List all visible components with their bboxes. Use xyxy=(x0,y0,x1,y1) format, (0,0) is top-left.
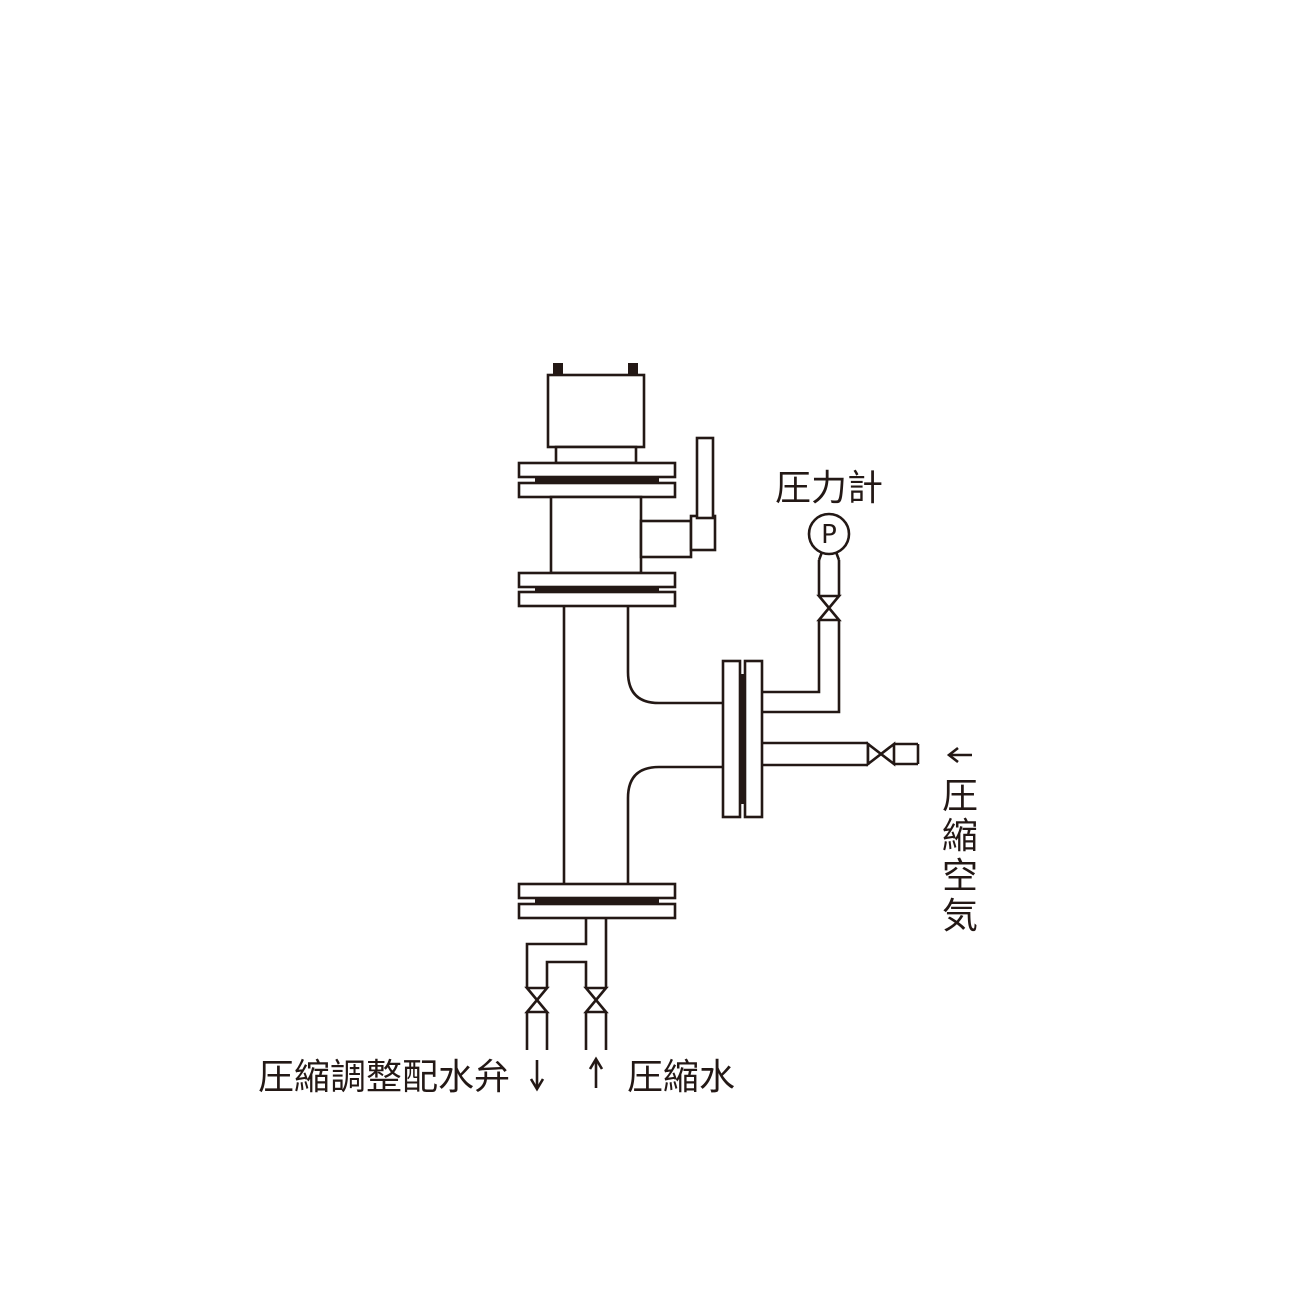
compressed-air-char-2: 縮 xyxy=(942,816,978,857)
pressure-gauge-line xyxy=(762,512,851,714)
side-flange-left xyxy=(721,659,742,819)
compression-adjust-valve-label: 圧縮調整配水弁 xyxy=(258,1057,510,1098)
compressed-air-line xyxy=(762,741,972,767)
middle-flange-bottom xyxy=(517,590,677,608)
gauge-valve[interactable] xyxy=(816,594,842,622)
upper-flange-pair xyxy=(517,461,677,499)
middle-gasket xyxy=(535,588,659,592)
side-nozzle xyxy=(639,436,717,559)
compressed-air-char-1: 圧 xyxy=(942,776,978,817)
side-flange-right xyxy=(743,659,764,819)
lower-flange-bottom xyxy=(517,902,677,920)
air-valve[interactable] xyxy=(866,741,896,767)
nozzle-coupler xyxy=(689,514,717,552)
actuator-neck xyxy=(554,445,638,465)
compressed-air-char-4: 気 xyxy=(942,896,978,937)
actuator-bolt-left xyxy=(553,363,563,377)
lower-gasket xyxy=(535,899,659,904)
gauge-symbol: P xyxy=(821,520,837,550)
actuator-bolt-right xyxy=(628,363,638,377)
lower-flange-pair xyxy=(517,882,677,920)
compressed-air-label: 圧 縮 空 気 xyxy=(942,776,978,937)
middle-flange-pair xyxy=(517,571,677,608)
middle-flange-top xyxy=(517,571,677,589)
gauge-pipe-inner xyxy=(762,620,821,694)
supply-arrow-head xyxy=(588,1056,604,1070)
pressure-gauge-icon xyxy=(807,512,851,556)
upper-flange-top xyxy=(517,461,677,479)
valve-body xyxy=(549,495,643,575)
nozzle-stub xyxy=(639,519,693,559)
compressed-water-label: 圧縮水 xyxy=(627,1057,735,1098)
gauge-pipe-outer xyxy=(762,620,841,714)
drain-valve[interactable] xyxy=(524,986,550,1014)
air-arrow-head xyxy=(946,746,959,764)
pressure-gauge-label: 圧力計 xyxy=(775,468,883,509)
actuator-box xyxy=(546,373,646,449)
upper-flange-bottom xyxy=(517,481,677,499)
compressed-air-char-3: 空 xyxy=(942,856,978,897)
side-flange-pair xyxy=(721,659,764,819)
tee-body xyxy=(562,606,723,884)
drain-arrow-head xyxy=(529,1078,545,1092)
side-gasket xyxy=(741,674,745,804)
tee-lower-bend xyxy=(626,765,723,884)
bottom-water-lines xyxy=(524,918,609,1092)
supply-valve[interactable] xyxy=(583,986,609,1014)
top-actuator xyxy=(546,363,646,465)
pipe-crossover xyxy=(545,960,588,988)
lower-flange-top xyxy=(517,882,677,900)
lever-handle[interactable] xyxy=(695,436,715,520)
upper-gasket xyxy=(535,478,659,483)
drain-pipe-outer xyxy=(525,918,588,988)
tee-upper-bend xyxy=(626,606,723,705)
